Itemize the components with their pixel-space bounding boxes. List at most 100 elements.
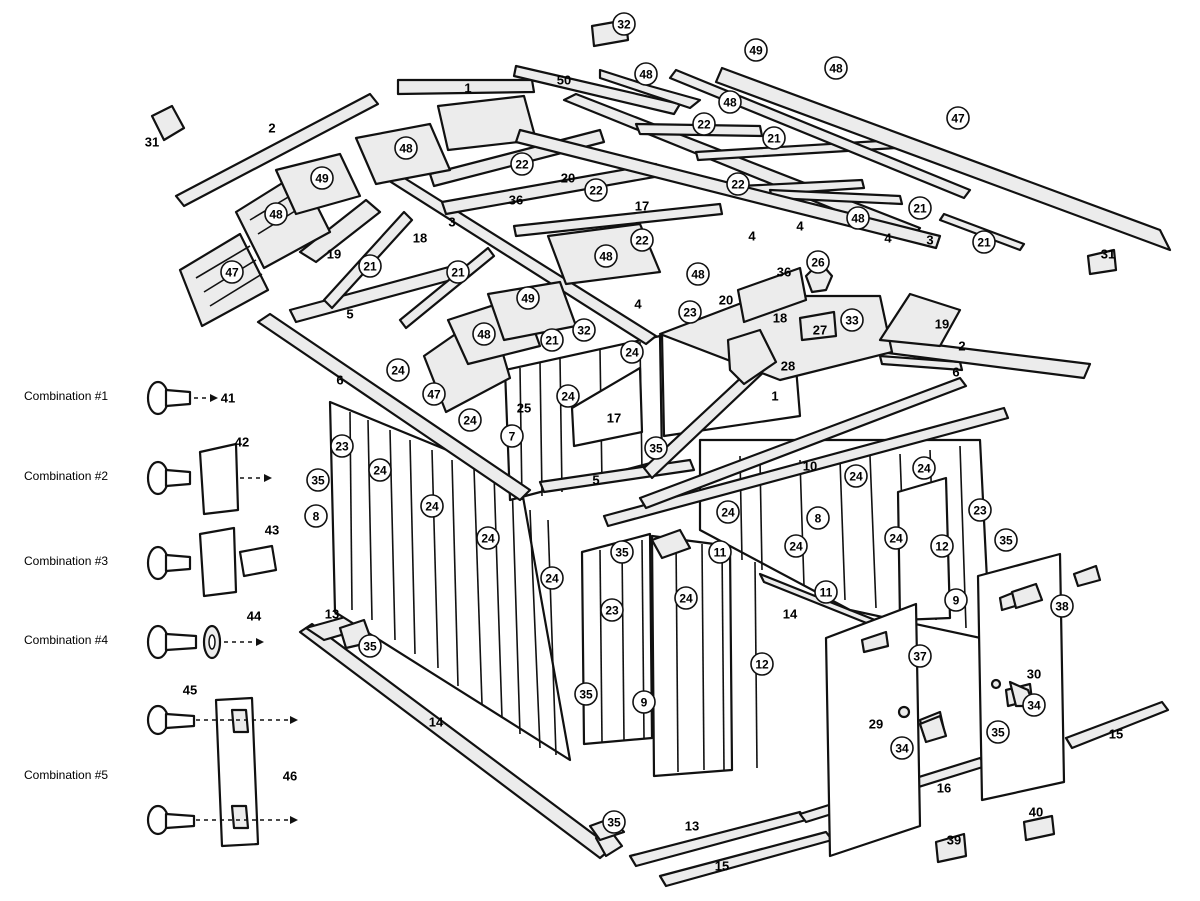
callout-9-1: 9 [632,690,656,714]
callout-text: 24 [721,506,735,520]
callout-text: 7 [509,430,516,444]
callout-35-4: 35 [574,682,598,706]
callout-21-4: 21 [762,126,786,150]
callout-22-5: 22 [726,172,750,196]
callout-ring [744,38,768,62]
front-corner-panel [580,532,758,778]
callout-22-4: 22 [692,112,716,136]
callout-text: 22 [731,178,745,192]
callout-text: 48 [269,208,283,222]
callout-text: 4 [884,231,892,246]
callout-text: 18 [773,311,787,326]
callout-1-2: 1 [771,389,778,404]
callout-24-2: 24 [620,340,644,364]
callout-text: 50 [557,73,571,88]
callout-text: 17 [607,411,621,426]
callout-ring [420,494,444,518]
callout-ring [612,12,636,36]
callout-text: 8 [815,512,822,526]
callout-ring [644,436,668,460]
callout-text: 22 [635,234,649,248]
callout-27: 27 [813,323,827,338]
callout-ring [510,152,534,176]
callout-11-2: 11 [814,580,838,604]
callout-text: 8 [313,510,320,524]
callout-23-3: 23 [678,300,702,324]
callout-text: 33 [845,314,859,328]
callout-35-2: 35 [644,436,668,460]
callout-22-1: 22 [510,152,534,176]
callout-19-1: 19 [327,247,341,262]
callout-17-2: 17 [635,199,649,214]
callout-ring [884,526,908,550]
callout-text: 28 [781,359,795,374]
callout-text: 47 [951,112,965,126]
callout-text: 34 [895,742,909,756]
callout-text: 1 [771,389,778,404]
callout-24-6: 24 [420,494,444,518]
callout-ring [516,286,540,310]
callout-ring [806,250,830,274]
callout-ring [1050,594,1074,618]
callout-text: 43 [265,523,279,538]
callout-ring [718,90,742,114]
callout-ring [584,178,608,202]
callout-ring [968,498,992,522]
callout-35-8: 35 [358,634,382,658]
callout-35-3: 35 [610,540,634,564]
callout-48-8: 48 [846,206,870,230]
callout-48-6: 48 [634,62,658,86]
callout-text: 20 [561,171,575,186]
callout-text: 45 [183,683,197,698]
callout-19-2: 19 [935,317,949,332]
callout-text: 38 [1055,600,1069,614]
callout-43: 43 [265,523,279,538]
callout-text: 21 [767,132,781,146]
callout-41: 41 [221,391,235,406]
callout-ring [220,260,244,284]
callout-47-1: 47 [422,382,446,406]
callout-37: 37 [908,644,932,668]
callout-35-5: 35 [986,720,1010,744]
callout-20-2: 20 [719,293,733,308]
callout-text: 39 [947,833,961,848]
callout-25: 25 [517,401,531,416]
callout-ring [634,62,658,86]
callout-ring [304,504,328,528]
callout-12-2: 12 [750,652,774,676]
callout-text: 14 [783,607,798,622]
callout-ring [946,106,970,130]
callout-16: 16 [937,781,951,796]
callout-36-1: 36 [509,193,523,208]
callout-7: 7 [500,424,524,448]
callout-42: 42 [235,435,249,450]
callout-ring [600,598,624,622]
callout-text: 12 [935,540,949,554]
callout-text: 24 [679,592,693,606]
combination-2-label: Combination #2 [24,469,109,483]
callout-text: 24 [561,390,575,404]
callout-text: 21 [451,266,465,280]
callout-ring [264,202,288,226]
callout-ring [386,358,410,382]
callout-5-2: 5 [592,473,599,488]
callout-text: 19 [327,247,341,262]
callout-ring [750,652,774,676]
callout-23-2: 23 [600,598,624,622]
callout-text: 23 [605,604,619,618]
callout-35-7: 35 [602,810,626,834]
callout-4-4: 4 [634,297,642,312]
callout-ring [368,458,392,482]
callout-ring [458,408,482,432]
callout-text: 12 [755,658,769,672]
callout-text: 24 [889,532,903,546]
callout-ring [908,644,932,668]
callout-ring [762,126,786,150]
callout-28: 28 [781,359,795,374]
callout-48-4: 48 [594,244,618,268]
callout-text: 15 [715,859,729,874]
callout-45: 45 [183,683,197,698]
callout-ring [824,56,848,80]
callout-48-1: 48 [394,136,418,160]
callout-text: 32 [617,18,631,32]
